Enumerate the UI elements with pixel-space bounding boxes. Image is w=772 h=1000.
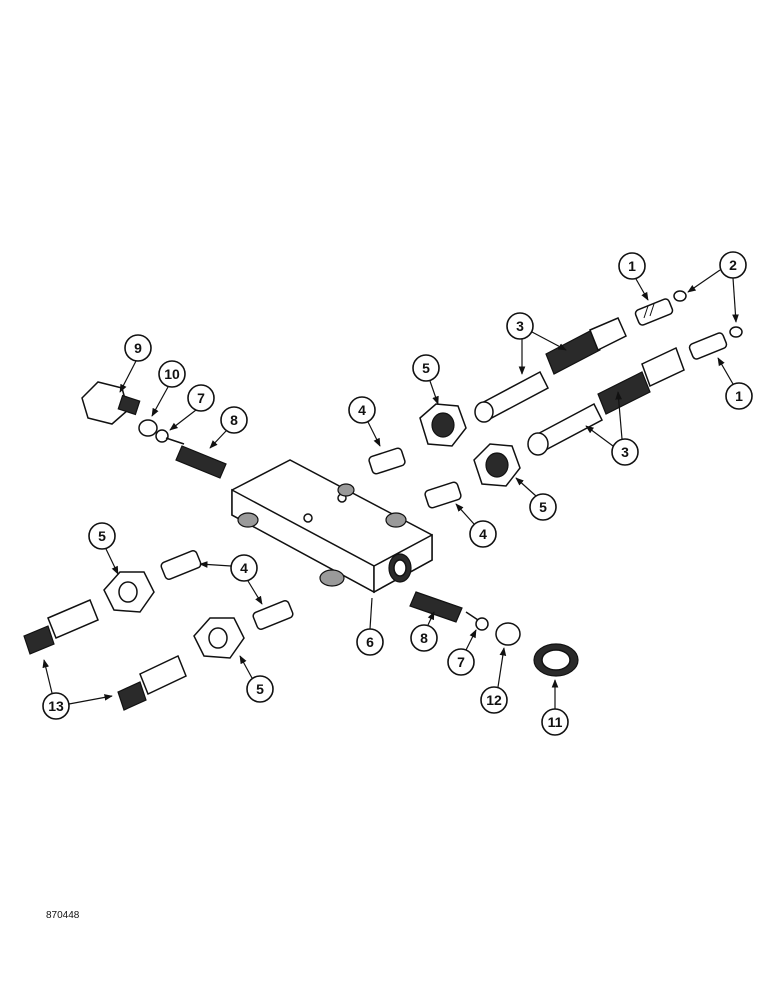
callout-7-lower: 7 [447,629,477,676]
callout-6: 6 [356,597,384,656]
callout-label: 4 [479,526,487,542]
plug-11 [533,643,579,677]
callout-1-upper: 1 [618,252,649,301]
callout-label: 10 [164,366,180,382]
callout-8-upper: 8 [209,406,248,449]
callout-label: 6 [366,634,374,650]
adapter-fitting-lower [688,332,728,360]
callout-4-top: 4 [348,396,381,447]
adapter-fitting-upper [634,298,674,326]
nut-left-lower [193,617,245,659]
callout-label: 3 [621,444,629,460]
poppet-upper [155,429,185,445]
o-ring-10 [138,419,158,437]
callout-label: 7 [197,390,205,406]
callout-7-upper: 7 [169,384,215,431]
callout-10: 10 [151,360,186,417]
callout-label: 3 [516,318,524,334]
callout-label: 8 [420,630,428,646]
callout-label: 8 [230,412,238,428]
callout-label: 5 [98,528,106,544]
figure-id: 870448 [46,910,80,921]
callout-5-right: 5 [515,477,557,521]
fitting-right-upper [368,447,406,475]
callout-label: 11 [548,714,563,730]
spring-upper [175,445,227,479]
callout-label: 1 [735,388,743,404]
callout-label: 2 [729,257,737,273]
fitting-left-upper [160,549,202,581]
hose-end-13-upper [23,599,99,655]
callout-8-lower: 8 [410,611,438,652]
hose-end-13-lower [117,654,187,711]
callout-5-top: 5 [412,354,440,405]
poppet-lower [465,611,489,631]
hose-end-upper [474,317,627,423]
callout-label: 5 [256,681,264,697]
fitting-right-lower [424,481,462,509]
nut-lower-right [473,443,521,487]
callout-label: 13 [48,698,64,714]
callout-label: 5 [422,360,430,376]
callout-11: 11 [541,679,569,736]
nut-left-upper [103,571,155,613]
callout-label: 12 [486,692,502,708]
callout-label: 4 [240,560,248,576]
callout-5-bottom: 5 [239,655,274,703]
callout-label: 5 [539,499,547,515]
o-ring-12 [495,622,521,646]
nut-upper-right [419,403,467,447]
callout-13: 13 [42,659,113,720]
callout-3-upper: 3 [506,312,567,375]
callout-label: 1 [628,258,636,274]
callout-1-lower: 1 [717,357,753,410]
callout-12: 12 [480,647,508,714]
callout-4-right: 4 [455,503,497,548]
valve-block [231,459,433,594]
o-ring-lower [729,326,743,338]
callout-9: 9 [119,334,152,393]
callout-5-left: 5 [88,522,119,575]
callout-2: 2 [687,251,747,323]
callout-label: 9 [134,340,142,356]
callout-label: 7 [457,654,465,670]
hose-end-lower [527,346,685,456]
o-ring-upper [673,290,687,302]
callout-4-left: 4 [199,554,263,605]
callout-label: 4 [358,402,366,418]
plug-9 [81,381,141,425]
callout-3-lower: 3 [585,391,639,466]
spring-lower [409,591,463,623]
fitting-left-lower [252,599,294,631]
